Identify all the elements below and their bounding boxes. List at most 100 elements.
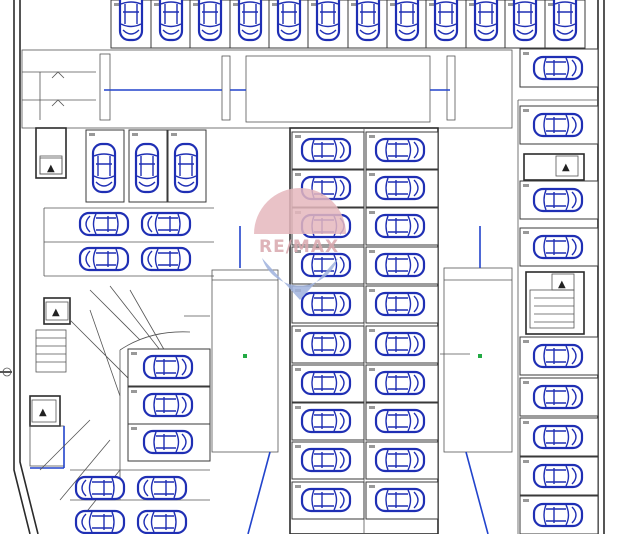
car-icon — [276, 0, 302, 42]
lift-symbol-text: ▲ — [47, 163, 55, 174]
bay-tag — [272, 3, 278, 6]
bay-tag — [369, 289, 375, 292]
bay-tag — [469, 3, 475, 6]
lift-symbol-text: ▲ — [52, 307, 60, 318]
bay-tag — [369, 368, 375, 371]
lift-icon: ▲ — [31, 399, 57, 423]
car-icon — [473, 0, 499, 42]
car-icon — [300, 137, 352, 163]
bay-tag — [351, 3, 357, 6]
bay-tag — [295, 135, 301, 138]
marker-icon — [478, 354, 482, 358]
bay-tag — [369, 406, 375, 409]
car-icon — [512, 0, 538, 42]
bay-tag — [295, 368, 301, 371]
car-icon — [532, 502, 584, 528]
car-icon — [374, 487, 426, 513]
car-icon — [136, 509, 188, 534]
bay-tag — [233, 3, 239, 6]
car-icon — [374, 331, 426, 357]
bay-tag — [132, 133, 138, 136]
car-icon — [532, 384, 584, 410]
car-icon — [374, 137, 426, 163]
car-icon — [74, 509, 126, 534]
car-icon — [78, 211, 130, 237]
lift-symbols: ▲ ▲ ▲ ▲ ▲ — [31, 155, 579, 423]
car-icon — [74, 475, 126, 501]
bay-tag — [369, 135, 375, 138]
bay-tag — [154, 3, 160, 6]
car-icon — [197, 0, 223, 42]
green-markers — [243, 354, 482, 358]
car-icon — [142, 392, 194, 418]
bay-tag — [311, 3, 317, 6]
lift-symbol-text: ▲ — [39, 407, 47, 418]
car-icon — [300, 370, 352, 396]
car-icon — [118, 0, 144, 42]
bay-tag — [114, 3, 120, 6]
car-icon — [532, 463, 584, 489]
car-icon — [142, 354, 194, 380]
car-icon — [374, 175, 426, 201]
bay-tag — [523, 340, 529, 343]
bay-tag — [131, 427, 137, 430]
car-icon — [355, 0, 381, 42]
bay-tag — [295, 329, 301, 332]
car-icon — [374, 408, 426, 434]
bay-tag — [295, 445, 301, 448]
bay-tag — [295, 406, 301, 409]
car-icon — [300, 408, 352, 434]
car-icon — [532, 234, 584, 260]
car-icon — [237, 0, 263, 42]
car-icon — [374, 447, 426, 473]
bay-tag — [508, 3, 514, 6]
lift-icon: ▲ — [39, 157, 63, 175]
watermark-logo: RE/MAX — [254, 188, 346, 300]
bay-tag — [523, 499, 529, 502]
car-icon — [300, 487, 352, 513]
car-icon — [552, 0, 578, 42]
car-icon — [300, 291, 352, 317]
bay-tag — [295, 485, 301, 488]
bay-tag — [523, 460, 529, 463]
bay-tag — [523, 421, 529, 424]
watermark-text: RE/MAX — [259, 237, 339, 257]
bay-tag — [369, 250, 375, 253]
balloon-icon — [254, 188, 346, 234]
car-icon — [532, 343, 584, 369]
car-icon — [134, 142, 160, 194]
bay-tag — [295, 173, 301, 176]
car-icon — [300, 252, 352, 278]
bay-tag — [171, 133, 177, 136]
bay-tag — [193, 3, 199, 6]
car-icon — [300, 447, 352, 473]
car-icon — [173, 142, 199, 194]
car-icon — [374, 252, 426, 278]
bay-tag — [548, 3, 554, 6]
bay-tag — [89, 133, 95, 136]
car-icon — [300, 331, 352, 357]
car-icon — [315, 0, 341, 42]
car-icon — [532, 187, 584, 213]
bay-tag — [369, 173, 375, 176]
bay-tag — [131, 352, 137, 355]
car-icon — [374, 213, 426, 239]
car-icon — [140, 211, 192, 237]
bay-tag — [429, 3, 435, 6]
balloon-lower-icon — [262, 258, 338, 300]
bay-tag — [523, 109, 529, 112]
bay-tag — [369, 211, 375, 214]
lift-symbol-text: ▲ — [562, 162, 570, 173]
bay-tag — [523, 231, 529, 234]
bay-tag — [131, 390, 137, 393]
car-icon — [91, 142, 117, 194]
car-icon — [532, 55, 584, 81]
lift-icon: ▲ — [555, 155, 579, 177]
car-icon — [140, 246, 192, 272]
car-symbols — [74, 0, 584, 534]
lift-symbol-text: ▲ — [558, 279, 566, 290]
car-icon — [142, 429, 194, 455]
car-icon — [433, 0, 459, 42]
car-icon — [532, 112, 584, 138]
